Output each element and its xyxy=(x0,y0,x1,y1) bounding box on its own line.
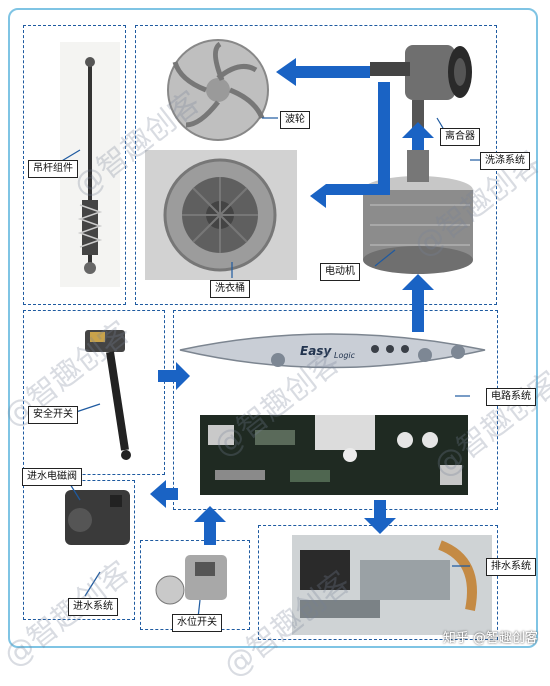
level-switch-photo xyxy=(155,555,227,605)
circuit-system-label: 电路系统 xyxy=(486,388,536,406)
flow-arrows xyxy=(150,58,434,545)
suspension-label: 吊杆组件 xyxy=(28,160,78,178)
arrow-safety-to-circuit xyxy=(158,362,190,390)
arrow-motor-to-clutch xyxy=(402,122,434,150)
motor-photo xyxy=(363,150,473,274)
inlet-valve-photo xyxy=(65,490,130,545)
level-switch-label: 水位开关 xyxy=(172,614,222,632)
drain-system-photo xyxy=(292,535,492,635)
control-panel-photo xyxy=(179,333,486,369)
source-credit: 知乎 @智趣创客 xyxy=(442,631,538,646)
arrow-circuit-to-inlet xyxy=(150,480,178,508)
circuit-board-photo xyxy=(200,415,468,495)
clutch-photo xyxy=(370,45,472,128)
washing-system-label: 洗涤系统 xyxy=(480,152,530,170)
safety-switch-photo xyxy=(85,330,131,460)
inlet-valve-label: 进水电磁阀 xyxy=(22,468,82,486)
panel-brand-sub: Logic xyxy=(334,351,356,360)
illustration-layer: Easy Logic xyxy=(59,39,492,635)
arrow-clutch-to-pulsator xyxy=(276,58,370,86)
motor-label: 电动机 xyxy=(320,263,360,281)
arrow-clutch-to-drum xyxy=(310,82,390,208)
outer-frame xyxy=(8,8,538,648)
drum-label: 洗衣桶 xyxy=(210,280,250,298)
clutch-label: 离合器 xyxy=(440,128,480,146)
drum-photo xyxy=(145,150,297,280)
safety-switch-group xyxy=(23,310,165,475)
circuit-system-group xyxy=(173,310,498,510)
pulsator-label: 波轮 xyxy=(280,111,310,129)
suspension-group xyxy=(23,25,126,305)
arrow-circuit-to-drain xyxy=(364,500,396,534)
drain-system-label: 排水系统 xyxy=(486,558,536,576)
safety-switch-label: 安全开关 xyxy=(28,406,78,424)
arrow-level-to-circuit xyxy=(194,506,226,545)
pulsator-photo xyxy=(167,39,269,141)
inlet-system-label: 进水系统 xyxy=(68,598,118,616)
panel-brand: Easy xyxy=(300,344,332,358)
arrow-circuit-to-motor xyxy=(402,274,434,332)
